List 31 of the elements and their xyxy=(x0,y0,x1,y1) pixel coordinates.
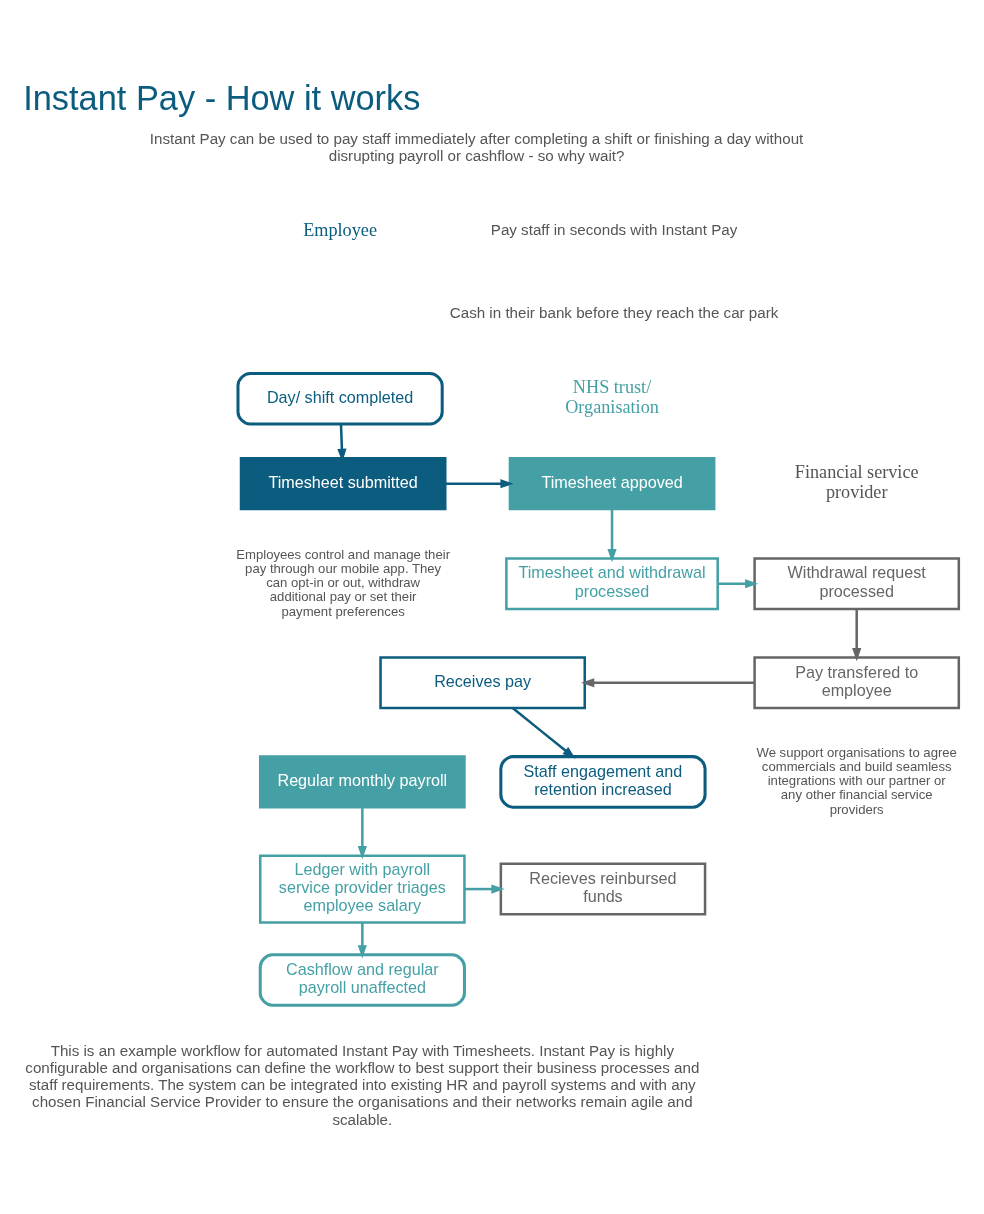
node-box: Regular monthly payroll xyxy=(258,755,466,809)
label: Employee xyxy=(302,220,377,241)
node-label: Employees control and manage their pay through our mobile app. They can opt-in or out, withdraw additional pay or set their payment preferences xyxy=(235,546,450,619)
node-box: Recieves reinbursed funds xyxy=(499,862,706,916)
label: NHS trust/ Organisation xyxy=(564,377,659,418)
label: Pay staff in seconds with Instant Pay xyxy=(490,221,737,239)
node-box: Timesheet submitted xyxy=(239,457,446,511)
label: Instant Pay can be used to pay staff immediately after completing a shift or finishing a day without disrupting payroll or cashflow - so why wait? xyxy=(149,129,803,165)
arrow xyxy=(357,922,367,959)
node-box: Cashflow and regular payroll unaffected xyxy=(258,953,466,1007)
arrow xyxy=(606,509,617,563)
node-box: Receives pay xyxy=(378,656,586,710)
node-box: Timesheet and withdrawal processed xyxy=(504,557,719,611)
node-box: Withdrawal request processed xyxy=(752,557,960,611)
arrow xyxy=(444,479,514,489)
diagram-title: Instant Pay - How it works xyxy=(22,78,420,117)
node-box: Ledger with payroll service provider triages employee salary xyxy=(258,854,466,924)
node-label: We support organisations to agree commercials and build seamless integrations with our partner or any other financial service providers xyxy=(756,745,957,817)
arrow xyxy=(511,707,576,759)
label: This is an example workflow for automated Instant Pay with Timesheets. Instant Pay is highly configurable and organisations can define the workflow to best support their business processes and staff requirements. The system can be integrated into existing HR and payroll systems and with any chosen Financial Service Provider to ensure the organisations and their networks remain agile and scalable. xyxy=(24,1041,699,1128)
arrow xyxy=(357,807,367,860)
label: Cash in their bank before they reach the car park xyxy=(449,304,778,322)
node-box: Staff engagement and retention increased xyxy=(498,755,707,809)
node-box: Day/ shift completed xyxy=(235,371,444,426)
arrow xyxy=(464,884,504,894)
arrow xyxy=(851,609,861,662)
arrow xyxy=(717,579,758,589)
node-box: Timesheet appoved xyxy=(508,457,715,511)
arrow xyxy=(580,678,755,688)
label: Financial service provider xyxy=(794,462,919,503)
node-box: Pay transfered to employee xyxy=(752,656,960,710)
